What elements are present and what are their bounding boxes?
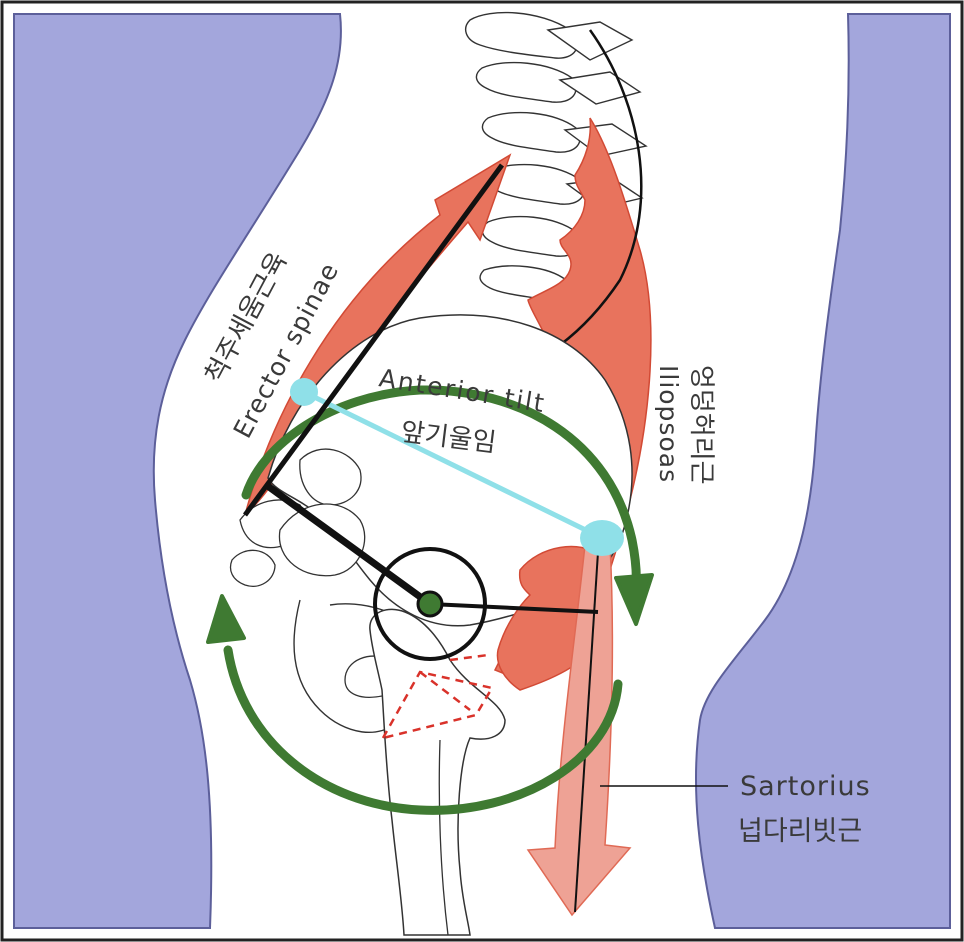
erector-lever-line [242,163,505,517]
label-iliopsoas-ko: 엉덩허리근 [686,365,716,485]
rotation-arrow-icon [223,645,623,815]
tilt-point-psis [290,378,318,406]
psoas-curve-line [559,29,643,346]
right-background-band [694,13,951,929]
arrowhead-icon [206,594,246,644]
insertion-inner-dashed [419,653,489,711]
femur-bone [369,608,506,936]
arrowhead-icon [614,573,654,626]
femur-shaft-line [438,739,449,936]
pivot-point-icon [416,590,444,618]
tilt-reference-line [302,389,604,541]
label-sartorius-en: Sartorius [740,771,871,802]
left-background-band [13,13,342,929]
insertion-triangle-dashed [380,670,494,740]
rotation-arrow-upper [241,385,641,593]
tilt-point-asis [580,520,624,556]
hip-joint-circle [373,547,487,661]
label-sartorius-ko: 넙다리빗근 [738,816,862,847]
sacral-lever-line [262,481,433,607]
anterior-lever-line [429,602,599,614]
sacrum-sketch [229,448,366,587]
lumbar-spine [464,11,648,301]
label-iliopsoas-en: Iliopsoas [654,365,683,483]
sartorius-muscle [526,544,632,917]
